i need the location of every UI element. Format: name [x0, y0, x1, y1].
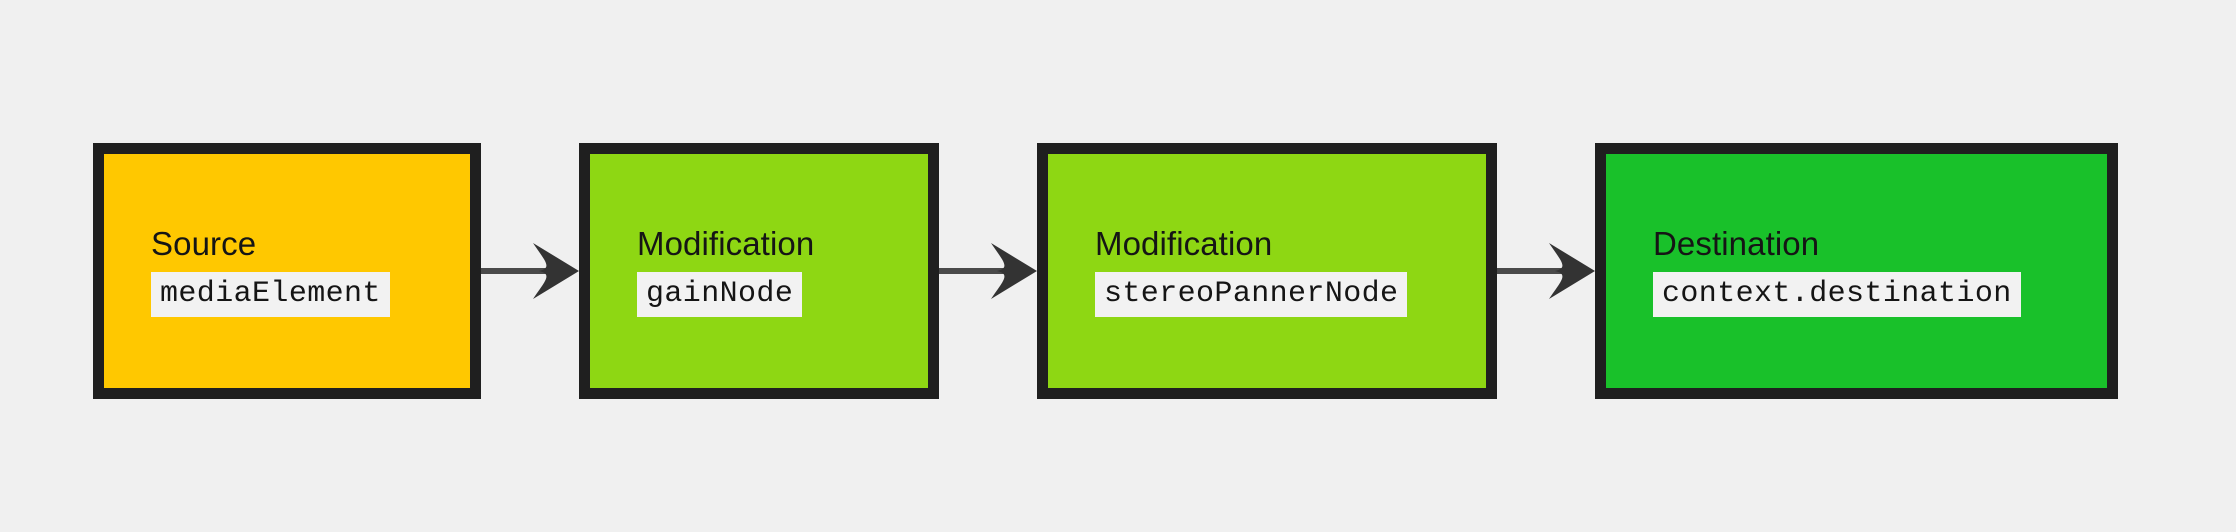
- barbed-arrow-icon: [533, 243, 579, 299]
- flow-node-title: Modification: [637, 224, 815, 262]
- arrow-shaft: [1497, 268, 1565, 274]
- flow-node-code-badge: context.destination: [1653, 272, 2021, 318]
- arrow-shaft: [939, 268, 1007, 274]
- flow-node-code-badge: mediaElement: [151, 272, 390, 318]
- barbed-arrow-icon: [991, 243, 1037, 299]
- flow-node-title: Source: [151, 224, 257, 262]
- flow-node-source[interactable]: Source mediaElement: [93, 143, 481, 399]
- flow-node-code-badge: gainNode: [637, 272, 803, 318]
- flow-node-gain[interactable]: Modification gainNode: [579, 143, 939, 399]
- flow-edge-1: [481, 143, 579, 399]
- arrow-connector-svg: [481, 243, 579, 299]
- flow-node-destination[interactable]: Destination context.destination: [1595, 143, 2118, 399]
- flow-node-title: Destination: [1653, 224, 1820, 262]
- flow-edge-2: [939, 143, 1037, 399]
- flow-node-panner[interactable]: Modification stereoPannerNode: [1037, 143, 1497, 399]
- flow-edge-3: [1497, 143, 1595, 399]
- arrow-connector-svg: [1497, 243, 1595, 299]
- flow-node-code-badge: stereoPannerNode: [1095, 272, 1408, 318]
- arrow-connector-svg: [939, 243, 1037, 299]
- flow-node-title: Modification: [1095, 224, 1273, 262]
- arrow-shaft: [481, 268, 549, 274]
- barbed-arrow-icon: [1549, 243, 1595, 299]
